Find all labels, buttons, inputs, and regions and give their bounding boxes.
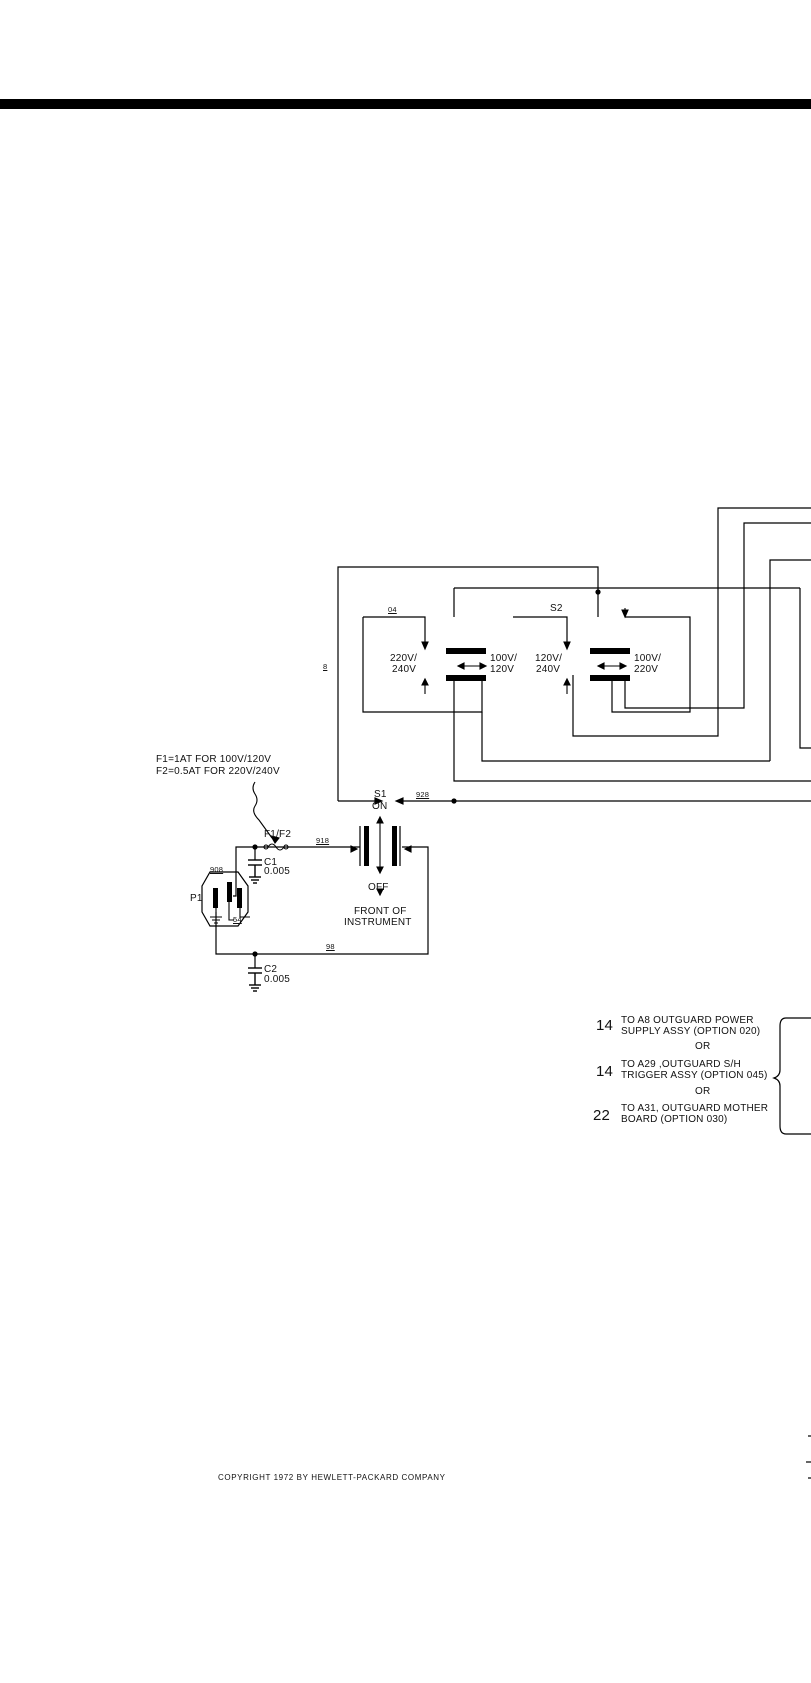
- destination-2-line2: TRIGGER ASSY (OPTION 045): [621, 1070, 768, 1081]
- wire-code-54: 54: [233, 915, 242, 924]
- fuse-symbol: [252, 781, 289, 851]
- s2-left-inner-b: 240V: [392, 664, 417, 675]
- s1-on-label: ON: [372, 801, 388, 812]
- c2-label: C2: [264, 964, 278, 975]
- wire-code-04: 04: [388, 605, 397, 614]
- s2-left-inner-a: 220V/: [390, 653, 418, 664]
- wire-code-908: 908: [210, 865, 224, 874]
- destination-2-number: 14: [596, 1063, 614, 1080]
- s2-contacts: [446, 648, 630, 681]
- wire-code-98: 98: [326, 942, 335, 951]
- capacitor-c1: [248, 859, 262, 884]
- s2-left-outer-a: 100V/: [490, 653, 518, 664]
- wire-code-918: 918: [316, 836, 330, 845]
- capacitor-c2: [248, 967, 262, 992]
- c1-value: 0.005: [264, 866, 291, 877]
- or-label-1: OR: [695, 1041, 711, 1052]
- s2-right-outer-a: 100V/: [634, 653, 662, 664]
- p1-connector: [201, 871, 250, 927]
- s1-bracket: [359, 826, 401, 866]
- wire-code-928: 928: [416, 790, 430, 799]
- destination-1-line2: SUPPLY ASSY (OPTION 020): [621, 1026, 761, 1037]
- copyright: COPYRIGHT 1972 BY HEWLETT-PACKARD COMPAN…: [218, 1473, 446, 1482]
- destination-brace: [772, 1017, 811, 1135]
- s2-label: S2: [550, 603, 563, 614]
- front-label-line2: INSTRUMENT: [344, 917, 412, 928]
- junctions: [252, 589, 601, 957]
- c1-label: C1: [264, 857, 278, 868]
- wire-04: [363, 616, 426, 648]
- wiring: [215, 507, 811, 968]
- wire-code-8: 8: [323, 662, 328, 671]
- destination-3-line1: TO A31, OUTGUARD MOTHER: [621, 1103, 769, 1114]
- fuse-note-line2: F2=0.5AT FOR 220V/240V: [156, 766, 280, 777]
- destination-3-number: 22: [593, 1107, 611, 1124]
- s2-right-inner-a: 120V/: [535, 653, 563, 664]
- front-label-line1: FRONT OF: [354, 906, 407, 917]
- s2-left-outer-b: 120V: [490, 664, 515, 675]
- or-label-2: OR: [695, 1086, 711, 1097]
- p1-label: P1: [190, 893, 203, 904]
- fuse-note-line1: F1=1AT FOR 100V/120V: [156, 754, 272, 765]
- right-edge-marks: [806, 1435, 811, 1479]
- wire-8: [337, 566, 599, 801]
- s2-arrows: [269, 608, 629, 897]
- fuse-label: F1/F2: [264, 829, 292, 840]
- destination-1-line1: TO A8 OUTGUARD POWER: [621, 1015, 754, 1026]
- s1-switch: [364, 826, 397, 866]
- top-rule: [0, 99, 811, 109]
- destination-2-line1: TO A29 ,OUTGUARD S/H: [621, 1059, 741, 1070]
- s2-right-outer-b: 220V: [634, 664, 659, 675]
- destination-1-number: 14: [596, 1017, 614, 1034]
- destination-3-line2: BOARD (OPTION 030): [621, 1114, 728, 1125]
- s1-off-label: OFF: [368, 882, 389, 893]
- s1-label: S1: [374, 789, 387, 800]
- c2-value: 0.005: [264, 974, 291, 985]
- s2-right-inner-b: 240V: [536, 664, 561, 675]
